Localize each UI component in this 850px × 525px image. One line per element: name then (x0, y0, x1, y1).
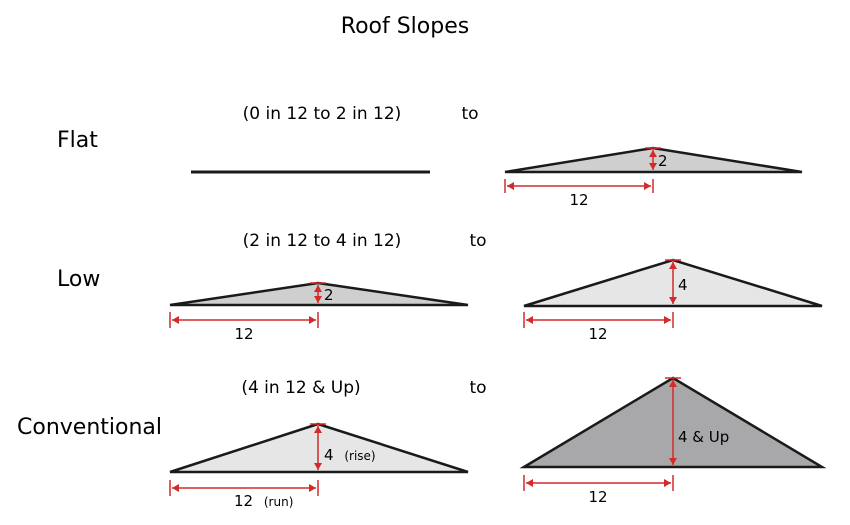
slope-range-conventional: (4 in 12 & Up) (241, 378, 360, 398)
run-arrowhead-right (664, 316, 671, 324)
connector-to-flat: to (461, 104, 478, 124)
run-arrowhead-right (644, 182, 651, 190)
category-label-flat: Flat (57, 128, 98, 153)
connector-to-conventional: to (469, 378, 486, 398)
rise-label: 4 (678, 276, 688, 294)
run-arrowhead-right (309, 484, 316, 492)
roof-conventional-min: 4 (rise) 12 (run) (169, 422, 469, 510)
rise-label: 2 (658, 152, 668, 170)
category-label-conventional: Conventional (17, 415, 162, 440)
rise-arrowhead-bottom (669, 458, 677, 465)
rise-arrowhead-bottom (314, 463, 322, 470)
rise-arrowhead-top (669, 262, 677, 269)
run-note: (run) (264, 495, 294, 509)
rise-label: 2 (324, 286, 334, 304)
run-label: 12 (588, 325, 607, 343)
diagram-title: Roof Slopes (341, 14, 469, 39)
roof-low-min: 2 12 (169, 281, 469, 343)
category-label-low: Low (57, 267, 100, 292)
slope-range-flat: (0 in 12 to 2 in 12) (243, 104, 402, 124)
run-arrowhead-left (172, 316, 179, 324)
run-arrowhead-left (526, 479, 533, 487)
rise-label: 4 (rise) (324, 446, 376, 464)
run-label: 12 (569, 191, 588, 209)
row-conventional: Conventional (4 in 12 & Up) to 4 (rise) … (17, 376, 827, 510)
run-label: 12 (234, 325, 253, 343)
run-arrowhead-right (309, 316, 316, 324)
run-value: 12 (234, 492, 253, 510)
rise-arrowhead-bottom (669, 297, 677, 304)
slope-range-low: (2 in 12 to 4 in 12) (243, 231, 402, 251)
run-label: 12 (588, 488, 607, 506)
roof-conventional-max: 4 & Up 12 (519, 376, 827, 506)
rise-label: 4 & Up (678, 428, 729, 446)
rise-arrowhead-top (649, 150, 657, 157)
rise-arrowhead-top (314, 426, 322, 433)
connector-to-low: to (469, 231, 486, 251)
rise-arrowhead-bottom (649, 163, 657, 170)
rise-arrowhead-bottom (314, 296, 322, 303)
roof-flat-max: 2 12 (504, 146, 803, 209)
rise-note: (rise) (344, 449, 375, 463)
run-arrowhead-left (172, 484, 179, 492)
run-label: 12 (run) (234, 492, 293, 510)
run-arrowhead-left (526, 316, 533, 324)
run-arrowhead-left (507, 182, 514, 190)
roof-shape (169, 422, 469, 474)
rise-arrowhead-top (669, 380, 677, 387)
rise-arrowhead-top (314, 285, 322, 292)
rise-value: 4 (324, 446, 334, 464)
row-low: Low (2 in 12 to 4 in 12) to 2 12 4 (57, 231, 823, 343)
row-flat: Flat (0 in 12 to 2 in 12) to 2 12 (57, 104, 803, 209)
roof-low-max: 4 12 (523, 258, 823, 343)
run-arrowhead-right (664, 479, 671, 487)
roof-shape (169, 281, 469, 307)
